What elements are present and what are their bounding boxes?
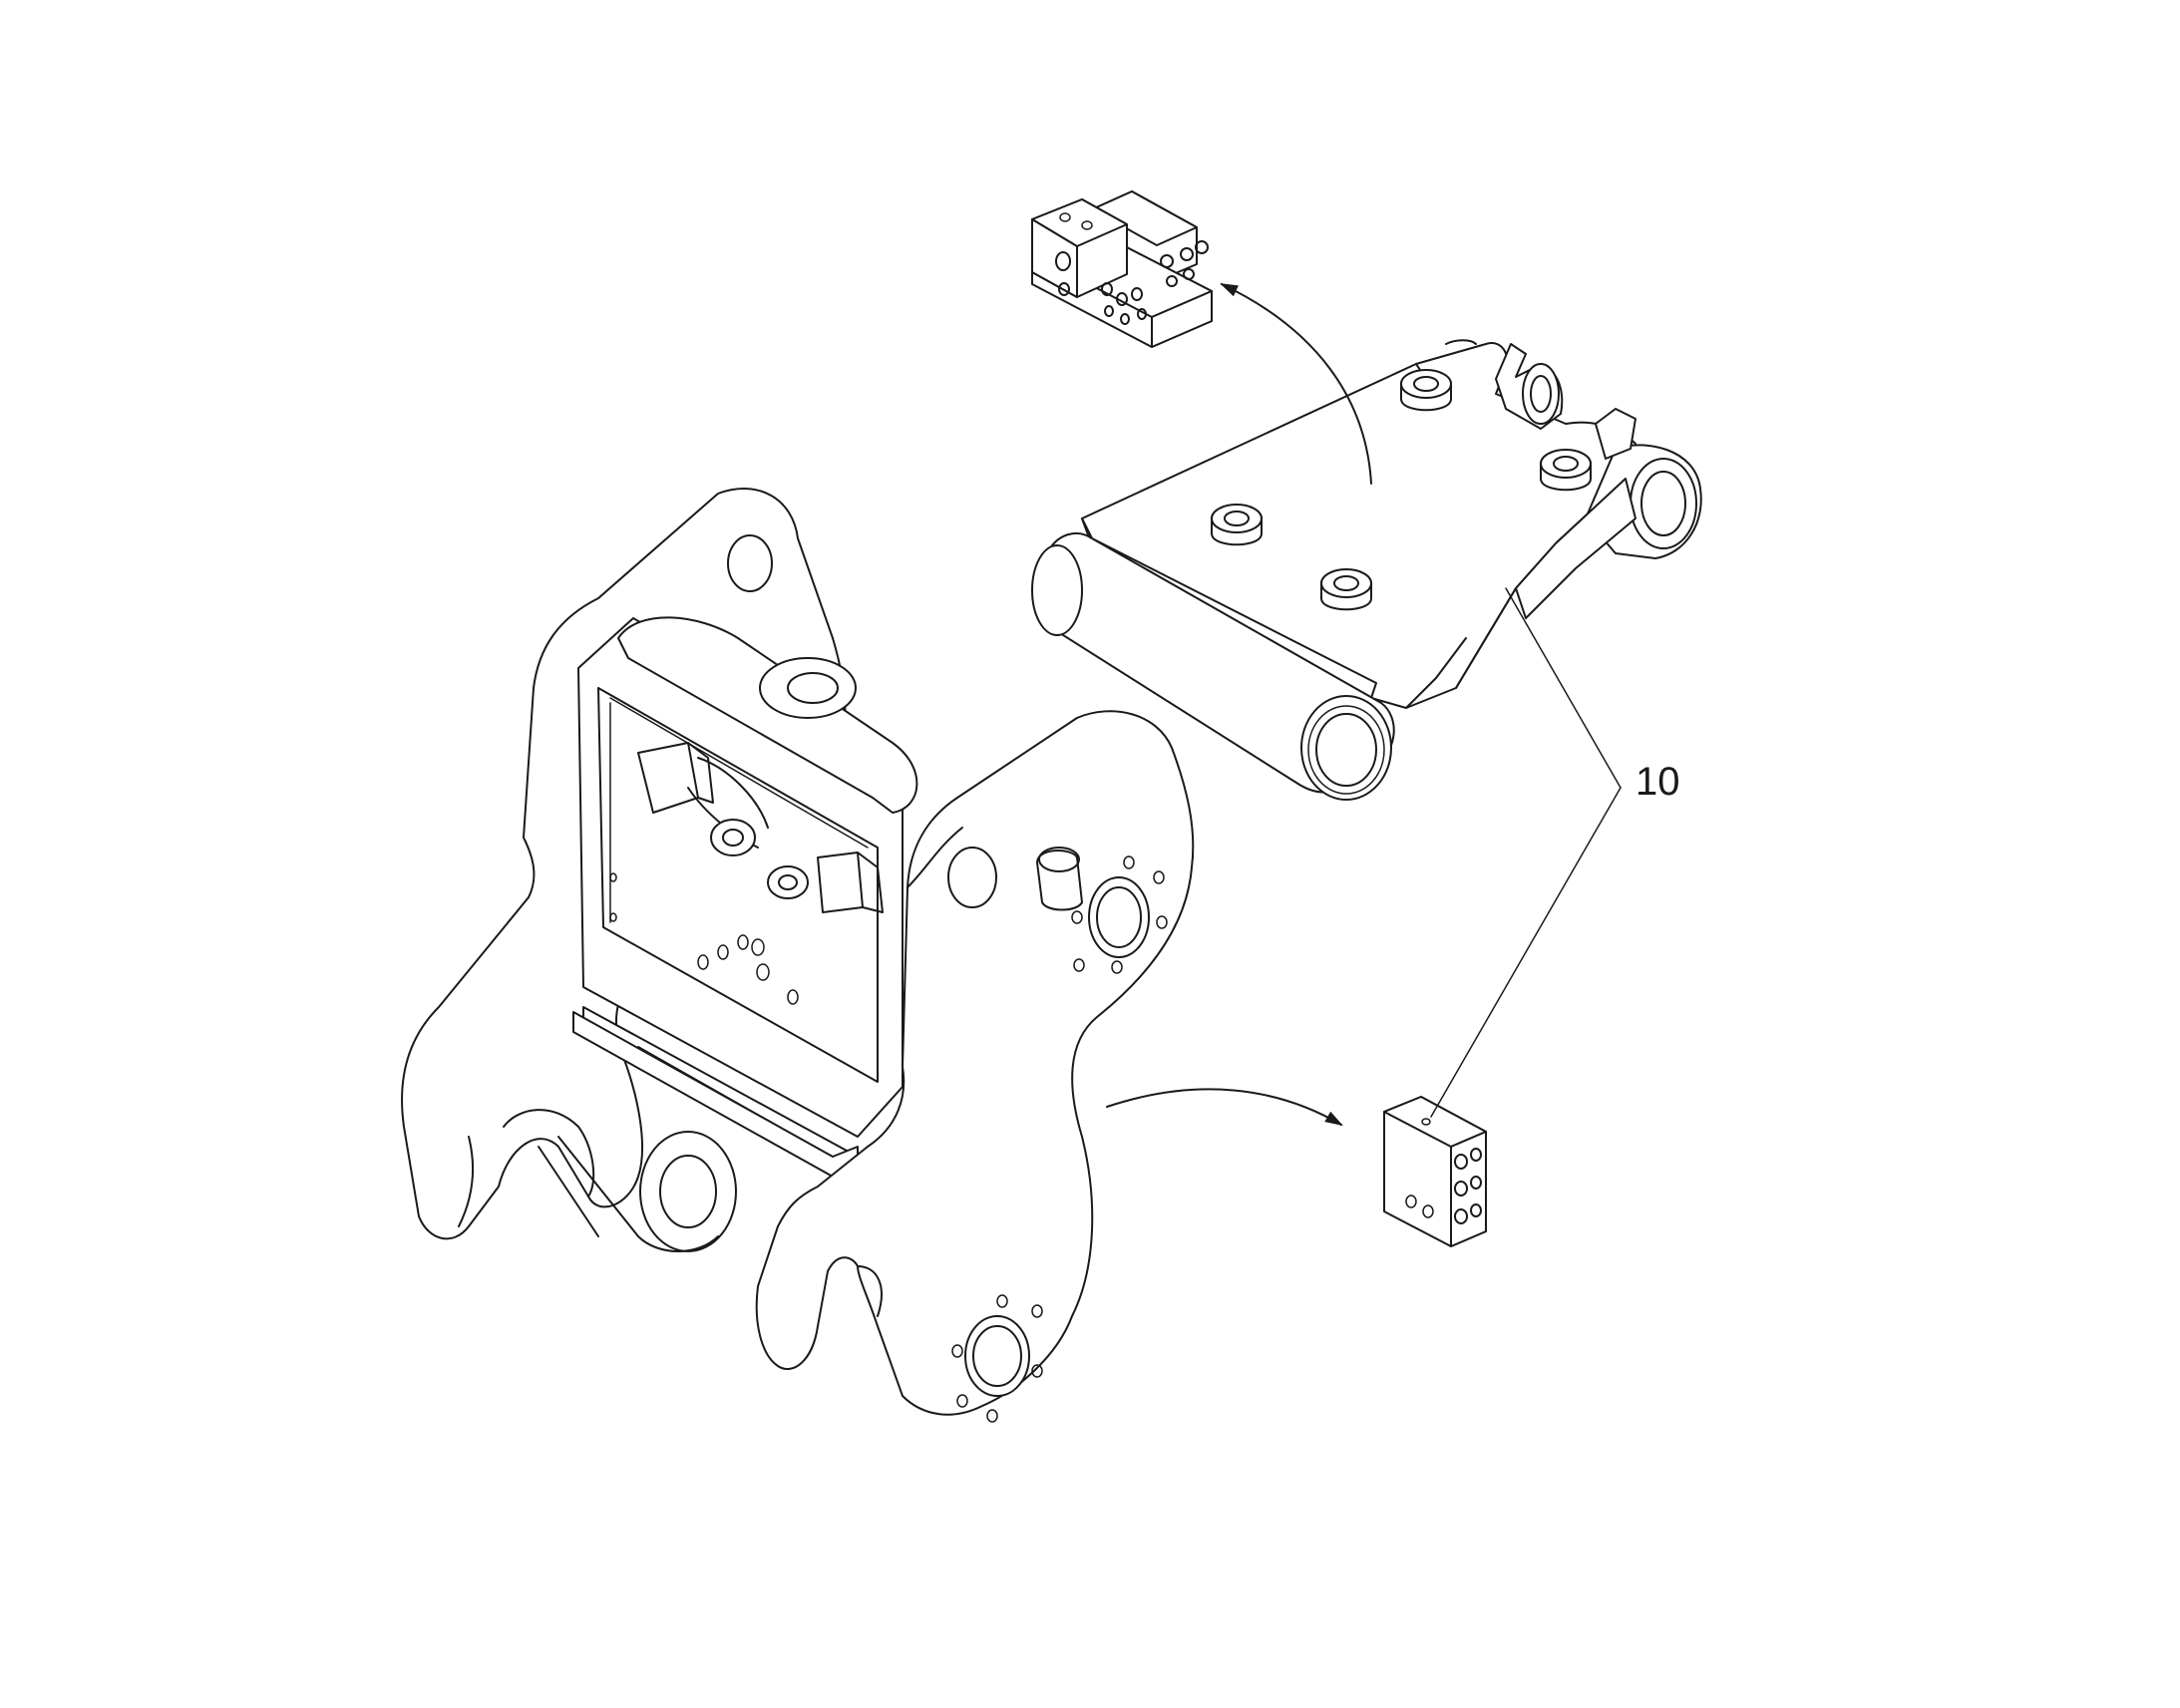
callout-10: 10 — [1430, 587, 1680, 1118]
lock-block-right — [817, 852, 864, 913]
valve-block-lower — [1383, 1096, 1487, 1247]
explode-arrow-lower — [1106, 1088, 1343, 1127]
left-hook — [503, 1109, 595, 1197]
right-side-plate — [755, 710, 1195, 1416]
right-plate-pin-hole — [1088, 876, 1150, 958]
right-plate-lower-hole — [964, 1315, 1030, 1397]
plate-bolt-bosses — [1211, 369, 1592, 611]
front-tube-right-end — [1300, 695, 1392, 801]
valve-block-lower-ports — [1405, 1118, 1482, 1224]
piston-eye-right — [767, 865, 809, 899]
upper-cross-tube-end — [759, 657, 857, 719]
right-plate-bolt-holes — [1071, 855, 1168, 974]
explode-arrow-upper — [1220, 283, 1372, 485]
piston-eye-left — [710, 819, 756, 856]
valve-block-upper — [1031, 190, 1213, 348]
left-lower-pin-boss — [639, 1131, 737, 1252]
valve-block-upper-ports — [1055, 212, 1209, 325]
rear-lug-right — [1595, 408, 1636, 460]
front-tube-left-end — [1031, 544, 1083, 636]
callout-10-label: 10 — [1635, 760, 1680, 804]
callout-10-leader-to-plate — [1505, 587, 1622, 789]
upper-cross-tube — [617, 616, 918, 814]
top-mounting-plate — [1031, 339, 1702, 801]
rear-pin-hole — [1522, 363, 1560, 425]
left-plate-hole — [727, 534, 773, 592]
back-plate-holes — [609, 872, 799, 1005]
callout-10-leader-to-block — [1430, 787, 1622, 1118]
right-plate-upper-hole — [947, 847, 997, 908]
coupler-frame — [401, 488, 1195, 1423]
right-plate-bushing — [1036, 850, 1083, 911]
right-plate-lower-bolt-holes — [951, 1294, 1043, 1423]
